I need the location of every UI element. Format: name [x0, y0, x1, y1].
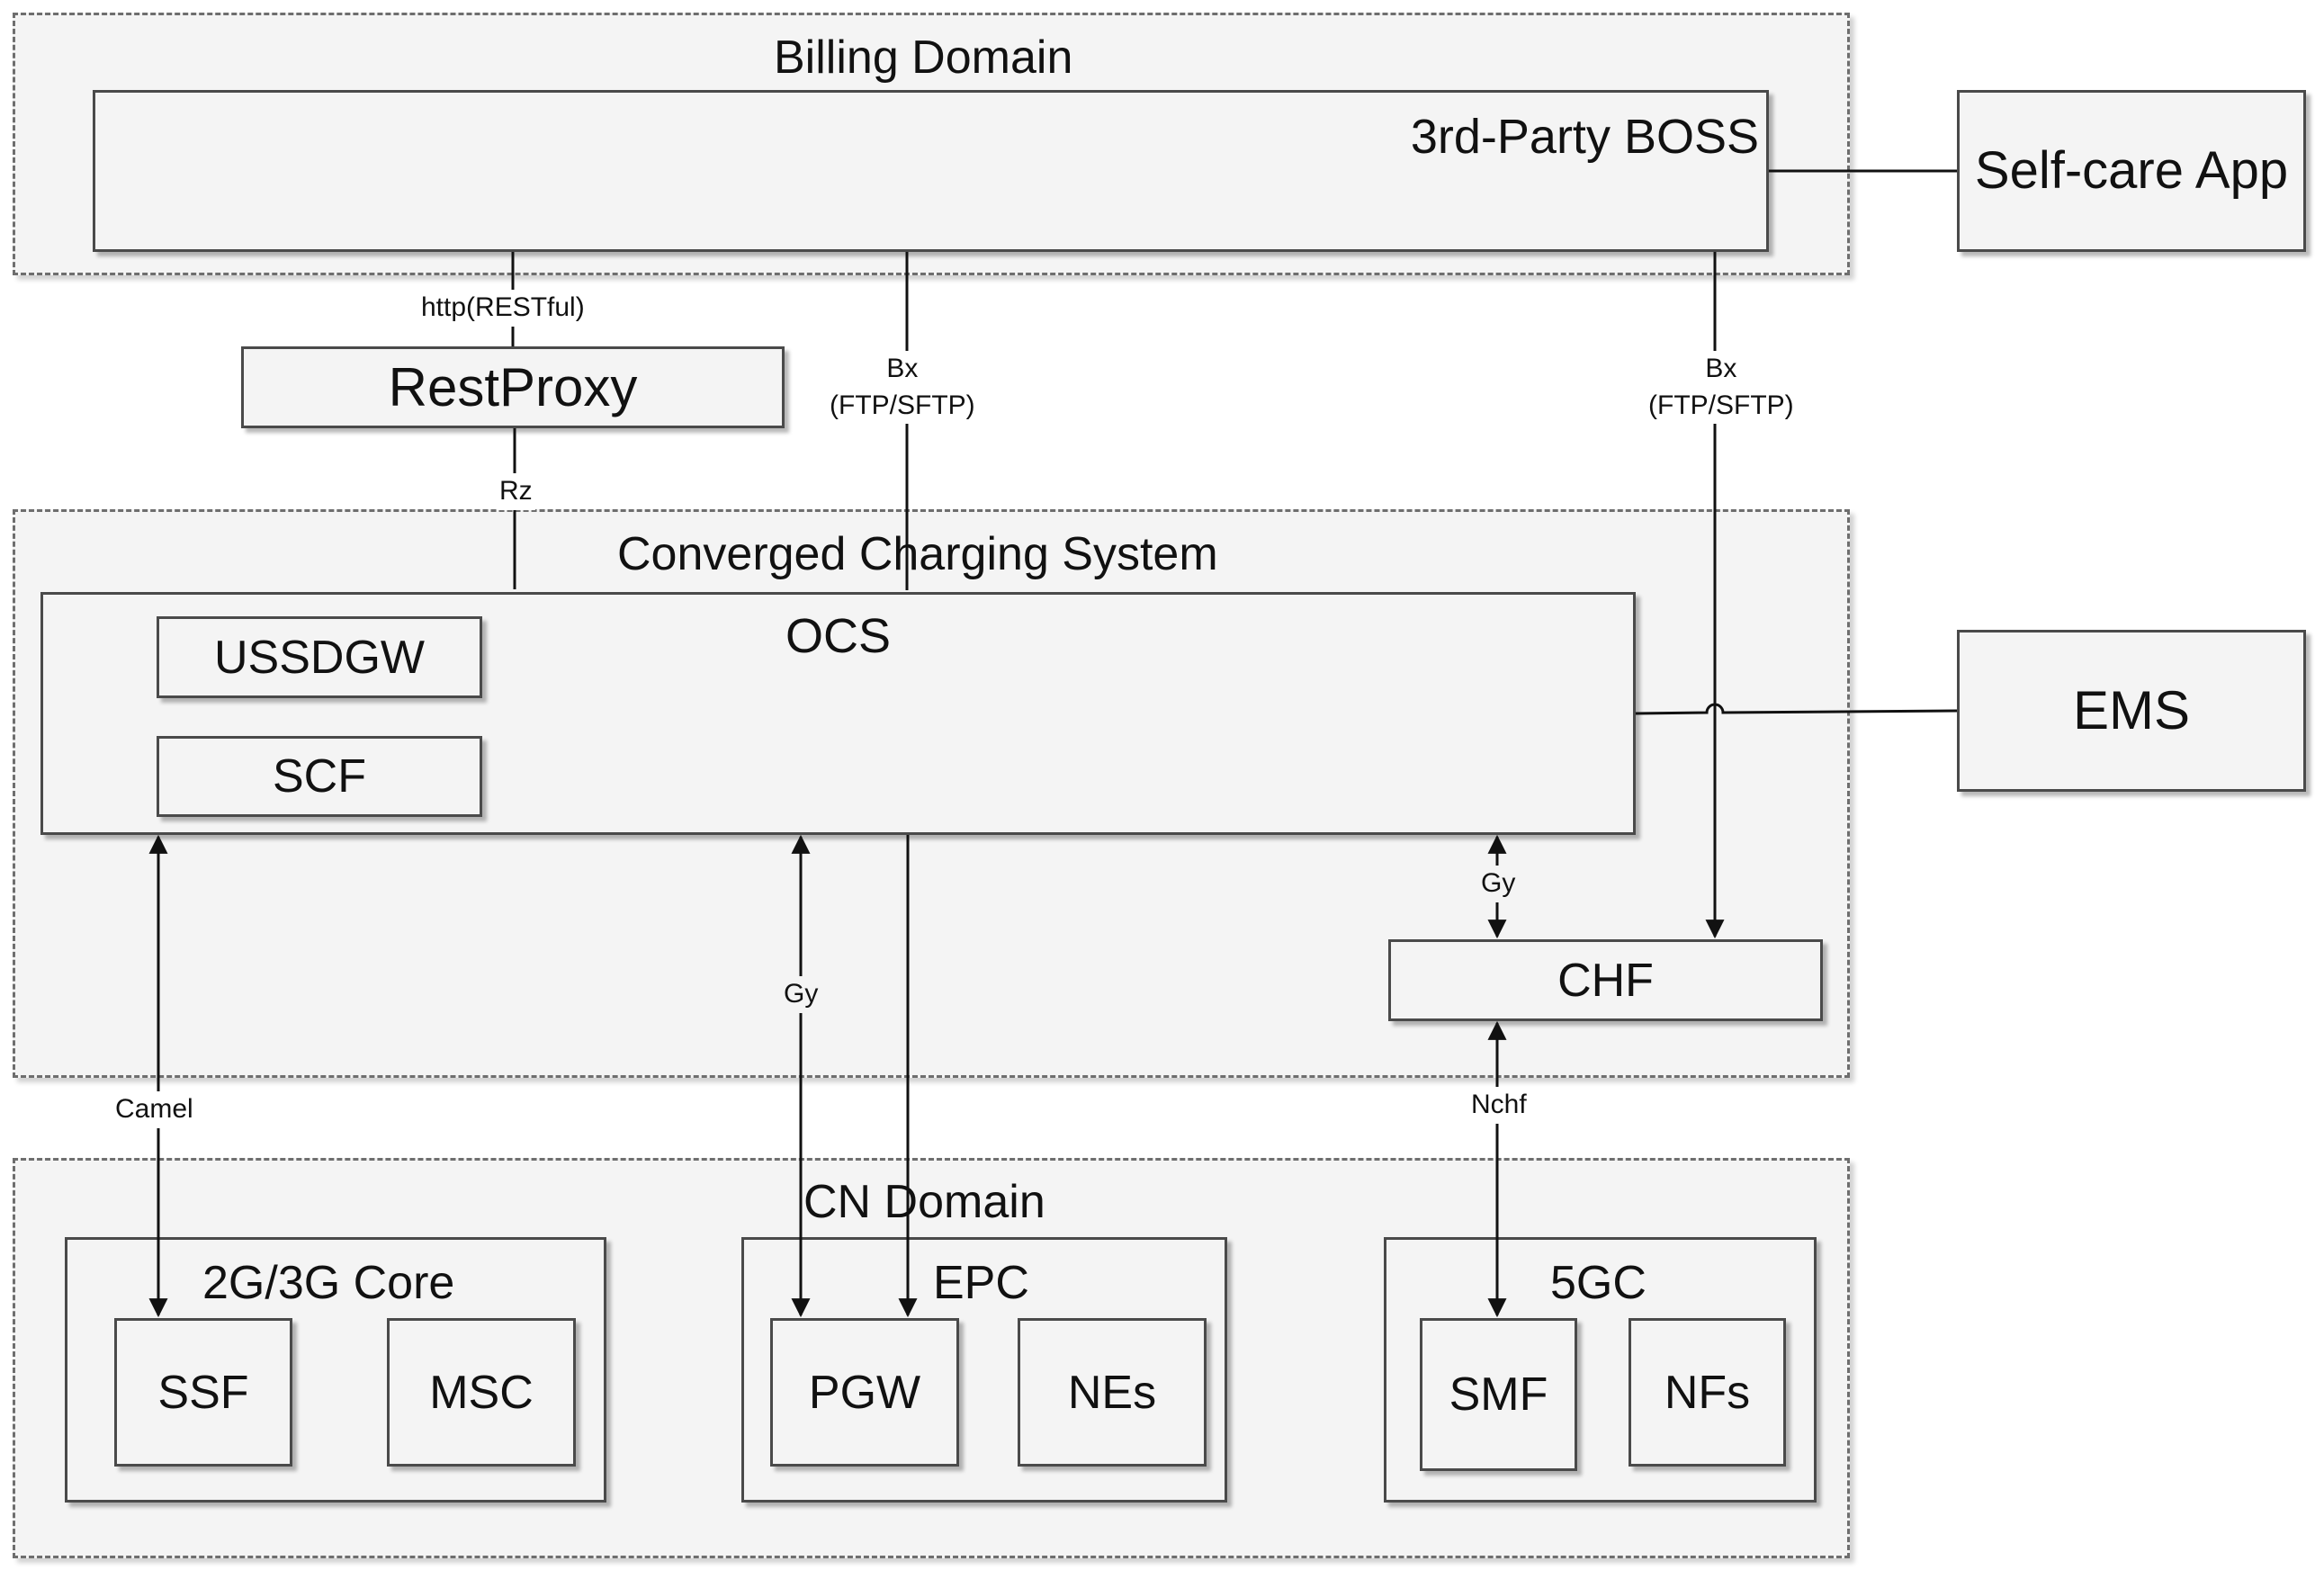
ocs-label: OCS [785, 609, 892, 663]
http-restful-label: http(RESTful) [418, 290, 588, 327]
bx-ocs-label: Bx (FTP/SFTP) [827, 351, 978, 424]
bx-chf-label: Bx (FTP/SFTP) [1646, 351, 1797, 424]
cn-domain-title: CN Domain [803, 1176, 1045, 1228]
ems-box[interactable]: EMS [1957, 630, 2306, 792]
ems-label: EMS [2072, 680, 2191, 740]
ssf-box[interactable]: SSF [114, 1318, 292, 1467]
core-5g-label: 5GC [1550, 1257, 1647, 1309]
rz-label: Rz [497, 473, 535, 510]
nfs-box[interactable]: NFs [1629, 1318, 1786, 1467]
pgw-box[interactable]: PGW [770, 1318, 959, 1467]
scf-box[interactable]: SCF [157, 736, 482, 817]
gy-pgw-label: Gy [781, 976, 821, 1013]
nchf-label: Nchf [1468, 1087, 1530, 1124]
restproxy-box[interactable]: RestProxy [241, 346, 785, 428]
gy-chf-label: Gy [1478, 866, 1519, 902]
core-2g3g-label: 2G/3G Core [202, 1257, 455, 1309]
epc-label: EPC [933, 1257, 1029, 1309]
pgw-label: PGW [808, 1366, 921, 1419]
bx-chf-name: Bx [1705, 354, 1737, 383]
boss-label: 3rd-Party BOSS [1410, 110, 1759, 164]
ssf-label: SSF [157, 1366, 249, 1419]
msc-label: MSC [429, 1366, 534, 1419]
nfs-label: NFs [1664, 1366, 1751, 1419]
ussdgw-box[interactable]: USSDGW [157, 616, 482, 698]
smf-label: SMF [1449, 1368, 1548, 1421]
bx-chf-protocol: (FTP/SFTP) [1648, 390, 1794, 420]
chf-box[interactable]: CHF [1388, 939, 1823, 1021]
scf-label: SCF [273, 750, 366, 803]
ussdgw-label: USSDGW [214, 631, 425, 684]
ocs-ems-line [1635, 703, 1958, 715]
boss-box[interactable]: 3rd-Party BOSS [93, 90, 1769, 252]
selfcare-app-label: Self-care App [1974, 141, 2289, 200]
restproxy-label: RestProxy [388, 356, 638, 417]
bx-ocs-name: Bx [886, 354, 919, 383]
chf-label: CHF [1557, 954, 1654, 1007]
billing-domain-title: Billing Domain [774, 31, 1073, 84]
bx-ocs-protocol: (FTP/SFTP) [830, 390, 975, 420]
selfcare-app-box[interactable]: Self-care App [1957, 90, 2306, 252]
smf-box[interactable]: SMF [1420, 1318, 1577, 1471]
nes-label: NEs [1067, 1366, 1157, 1419]
msc-box[interactable]: MSC [387, 1318, 576, 1467]
camel-label: Camel [112, 1091, 196, 1128]
ccs-domain-title: Converged Charging System [617, 528, 1218, 580]
nes-box[interactable]: NEs [1018, 1318, 1207, 1467]
